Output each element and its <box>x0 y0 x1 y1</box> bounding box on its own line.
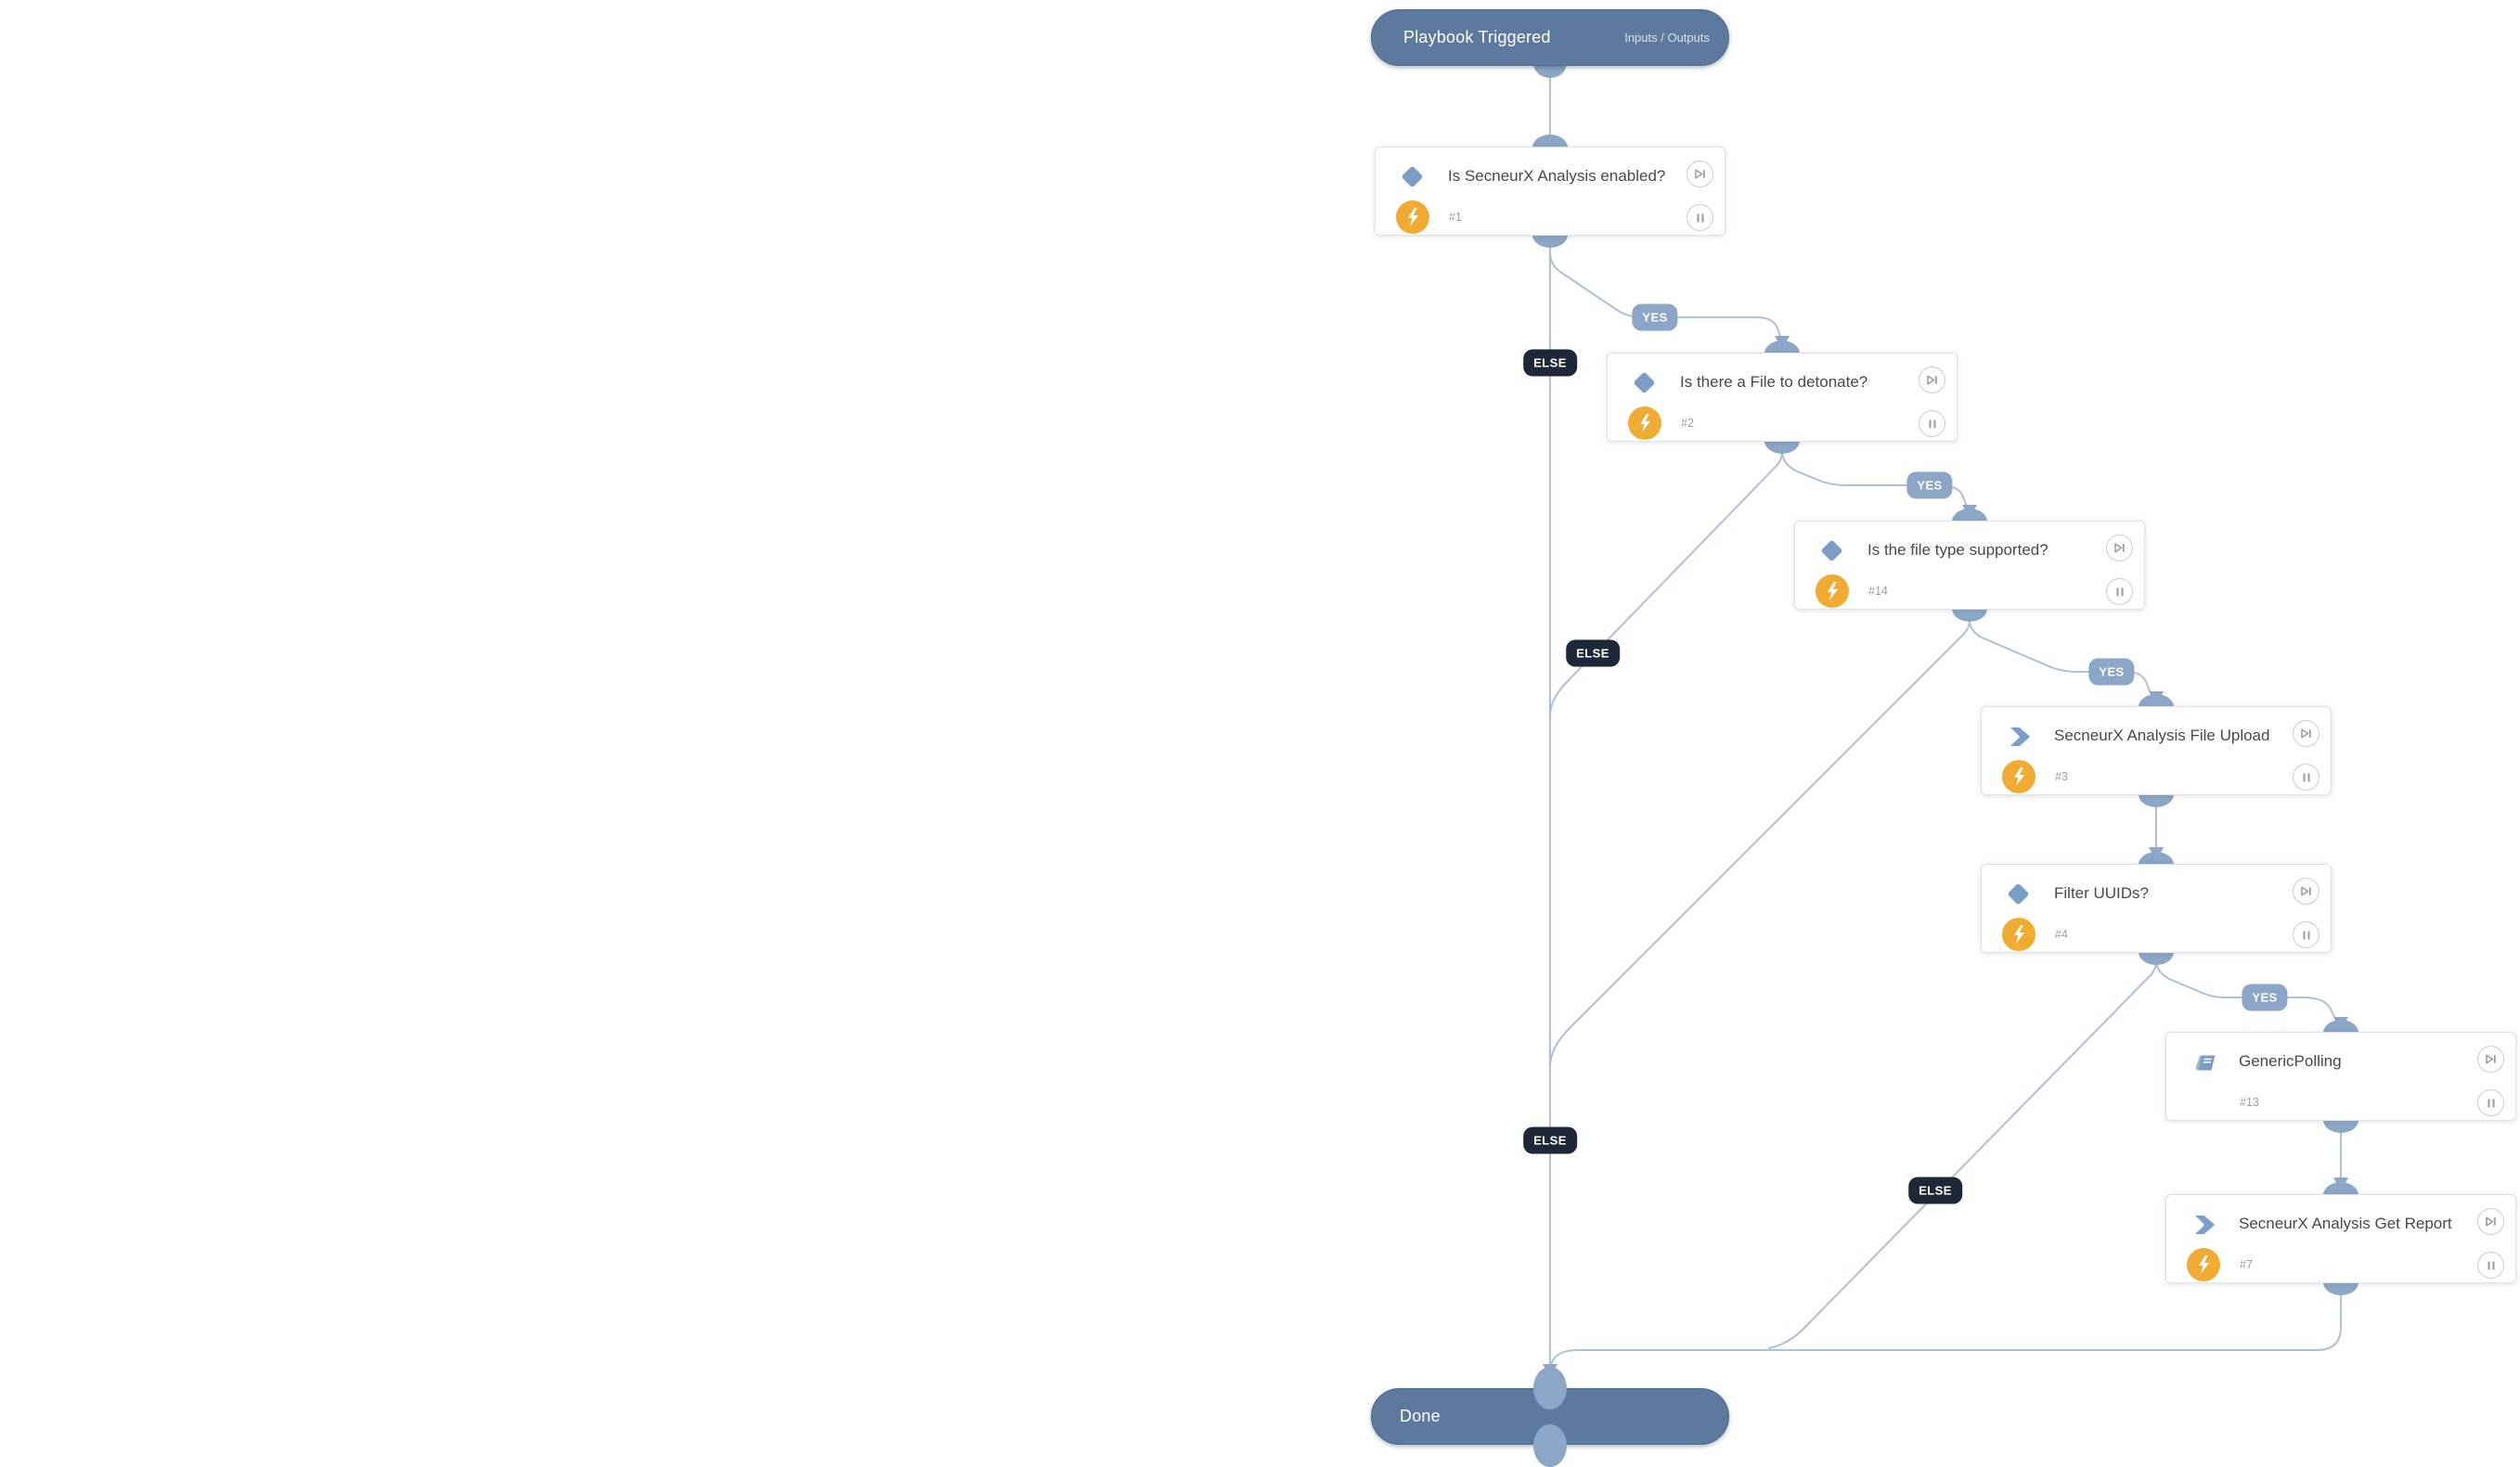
edge-else-4 <box>1768 952 2157 1349</box>
automation-icon <box>1396 200 1429 234</box>
condition-icon <box>1401 165 1425 189</box>
yes-badge-3: YES <box>2088 658 2135 686</box>
skip-icon[interactable] <box>1686 161 1713 187</box>
node-title: SecneurX Analysis Get Report <box>2239 1215 2452 1232</box>
node-id: #1 <box>1449 211 1462 224</box>
node-title: Is there a File to detonate? <box>1680 373 1868 391</box>
node-id: #4 <box>2055 928 2068 941</box>
pause-icon[interactable] <box>2477 1089 2504 1116</box>
edge-7-done <box>1549 1282 2342 1371</box>
node-id: #3 <box>2055 770 2068 783</box>
pause-icon[interactable] <box>2293 764 2320 791</box>
edge-else-3 <box>1549 609 1971 1068</box>
yes-badge-4: YES <box>2242 984 2288 1011</box>
node-card-13[interactable]: GenericPolling #13 <box>2165 1032 2516 1121</box>
automation-icon <box>2187 1248 2220 1281</box>
end-node-title: Done <box>1400 1407 1441 1425</box>
node-card-7[interactable]: SecneurX Analysis Get Report #7 <box>2165 1194 2516 1283</box>
else-badge-2: ELSE <box>1566 639 1620 667</box>
pause-icon[interactable] <box>1919 410 1945 437</box>
edge-yes-2 <box>1781 441 1969 510</box>
skip-icon[interactable] <box>1919 367 1945 393</box>
edge-yes-4 <box>2155 952 2338 1023</box>
task-chevron-icon <box>2191 1213 2216 1237</box>
edge-else-2 <box>1549 441 1783 717</box>
node-card-3[interactable]: SecneurX Analysis File Upload #3 <box>1981 706 2332 795</box>
node-id: #2 <box>1681 417 1694 430</box>
node-card-2[interactable]: Is there a File to detonate? #2 <box>1607 353 1958 442</box>
pause-icon[interactable] <box>2477 1252 2504 1279</box>
automation-icon <box>1628 406 1661 440</box>
skip-icon[interactable] <box>2477 1208 2504 1235</box>
else-badge-3: ELSE <box>1523 1126 1577 1154</box>
automation-icon <box>2002 918 2035 951</box>
node-id: #14 <box>1868 585 1888 598</box>
done-bottom-connector <box>1533 1424 1567 1467</box>
node-title: Is SecneurX Analysis enabled? <box>1448 167 1666 185</box>
pause-icon[interactable] <box>2293 921 2320 948</box>
node-title: GenericPolling <box>2239 1052 2342 1070</box>
node-id: #13 <box>2240 1096 2259 1109</box>
condition-icon <box>2007 882 2031 907</box>
inputs-outputs-link[interactable]: Inputs / Outputs <box>1624 31 1710 45</box>
node-title: SecneurX Analysis File Upload <box>2054 727 2270 744</box>
condition-icon <box>1633 371 1657 395</box>
node-title: Filter UUIDs? <box>2054 884 2150 902</box>
skip-icon[interactable] <box>2293 878 2320 905</box>
node-title: Is the file type supported? <box>1867 541 2048 559</box>
yes-badge-1: YES <box>1632 303 1678 331</box>
start-node-title: Playbook Triggered <box>1403 28 1551 46</box>
edge-yes-3 <box>1969 609 2153 698</box>
start-node-playbook-triggered[interactable]: Playbook Triggered Inputs / Outputs <box>1371 9 1729 66</box>
skip-icon[interactable] <box>2293 720 2320 747</box>
node-card-4[interactable]: Filter UUIDs? #4 <box>1981 864 2332 953</box>
else-badge-4: ELSE <box>1908 1177 1962 1204</box>
pause-icon[interactable] <box>2106 578 2133 605</box>
else-badge-1: ELSE <box>1523 349 1577 377</box>
skip-icon[interactable] <box>2477 1046 2504 1073</box>
sub-playbook-icon <box>2191 1050 2216 1075</box>
automation-icon <box>2002 760 2035 793</box>
node-id: #7 <box>2240 1258 2253 1271</box>
automation-icon <box>1816 574 1849 608</box>
done-top-connector <box>1533 1367 1567 1409</box>
edge-yes-1 <box>1549 235 1782 341</box>
yes-badge-2: YES <box>1906 471 1953 499</box>
node-card-14[interactable]: Is the file type supported? #14 <box>1794 521 2145 610</box>
node-card-1[interactable]: Is SecneurX Analysis enabled? #1 <box>1375 147 1725 236</box>
condition-icon <box>1820 539 1844 563</box>
skip-icon[interactable] <box>2106 534 2133 561</box>
pause-icon[interactable] <box>1686 204 1713 231</box>
task-chevron-icon <box>2007 725 2031 749</box>
